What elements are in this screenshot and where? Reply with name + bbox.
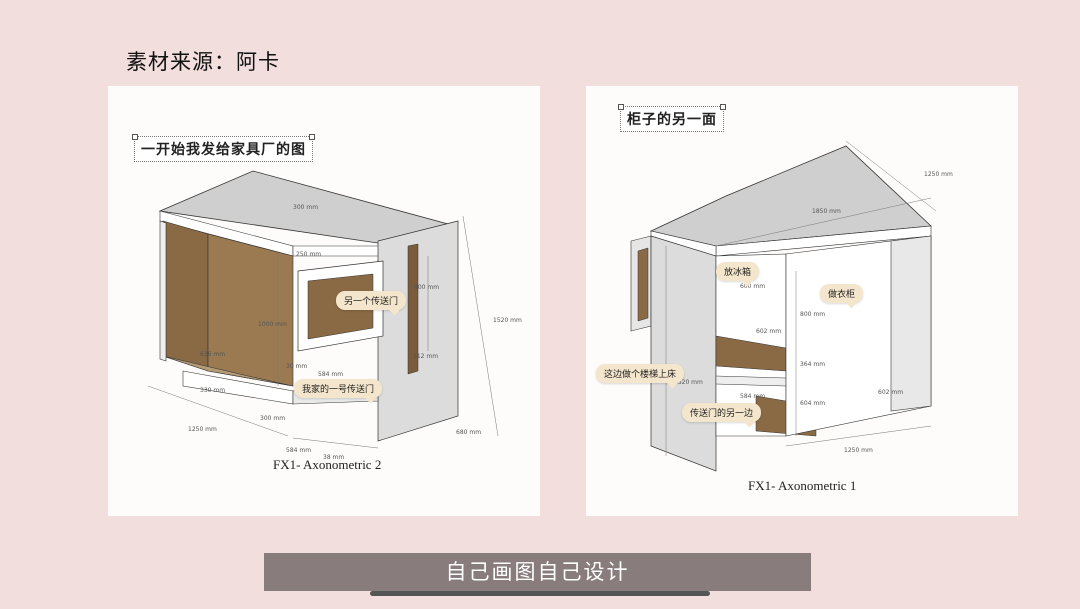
- right-annotation-tag: 柜子的另一面: [618, 104, 726, 132]
- dim-label: 680 mm: [456, 429, 481, 436]
- right-bubble-fridge: 放冰箱: [716, 262, 760, 281]
- dim-label: 600 mm: [740, 283, 765, 290]
- dim-label: 38 mm: [323, 454, 344, 461]
- right-bubble-portal-other-side: 传送门的另一边: [682, 403, 762, 422]
- dim-label: 602 mm: [756, 328, 781, 335]
- right-bubble-stairs: 这边做个楼梯上床: [596, 364, 685, 383]
- left-bubble-portal-one: 我家的一号传送门: [294, 379, 383, 398]
- right-bubble-wardrobe: 做衣柜: [820, 284, 864, 303]
- dim-label: 1250 mm: [924, 171, 953, 178]
- dim-label: 330 mm: [200, 387, 225, 394]
- dim-label: 800 mm: [414, 284, 439, 291]
- subtitle-banner: 自己画图自己设计: [264, 553, 811, 591]
- dim-label: 584 mm: [318, 371, 343, 378]
- left-caption: FX1- Axonometric 2: [273, 457, 382, 472]
- dim-label: 300 mm: [260, 415, 285, 422]
- right-drawing-panel: 1250 mm 1850 mm 600 mm 602 mm 800 mm 364…: [586, 86, 1018, 516]
- dim-label: 250 mm: [296, 251, 321, 258]
- dim-label: 1520 mm: [674, 379, 703, 386]
- dim-label: 584 mm: [286, 447, 311, 454]
- dim-label: 602 mm: [878, 389, 903, 396]
- dim-label: 1250 mm: [188, 426, 217, 433]
- right-caption: FX1- Axonometric 1: [748, 478, 857, 493]
- dim-label: 604 mm: [800, 400, 825, 407]
- left-drawing-panel: 300 mm 250 mm 800 mm 1520 mm 1000 mm 636…: [108, 86, 540, 516]
- dim-label: 364 mm: [800, 361, 825, 368]
- dim-label: 1250 mm: [844, 447, 873, 454]
- dim-label: 800 mm: [800, 311, 825, 318]
- left-bubble-portal-other: 另一个传送门: [336, 291, 407, 310]
- left-annotation-tag: 一开始我发给家具厂的图: [132, 134, 315, 162]
- dim-label: 312 mm: [413, 353, 438, 360]
- dim-label: 636 mm: [200, 351, 225, 358]
- right-cabinet-drawing: 1250 mm 1850 mm 600 mm 602 mm 800 mm 364…: [630, 140, 953, 472]
- scrollbar[interactable]: [370, 591, 710, 596]
- dim-label: 584 mm: [740, 393, 765, 400]
- dim-label: 300 mm: [293, 204, 318, 211]
- source-label: 素材来源：阿卡: [126, 50, 280, 74]
- dim-label: 30 mm: [286, 363, 307, 370]
- dim-label: 1850 mm: [812, 208, 841, 215]
- dim-label: 1520 mm: [493, 317, 522, 324]
- dim-label: 1000 mm: [258, 321, 287, 328]
